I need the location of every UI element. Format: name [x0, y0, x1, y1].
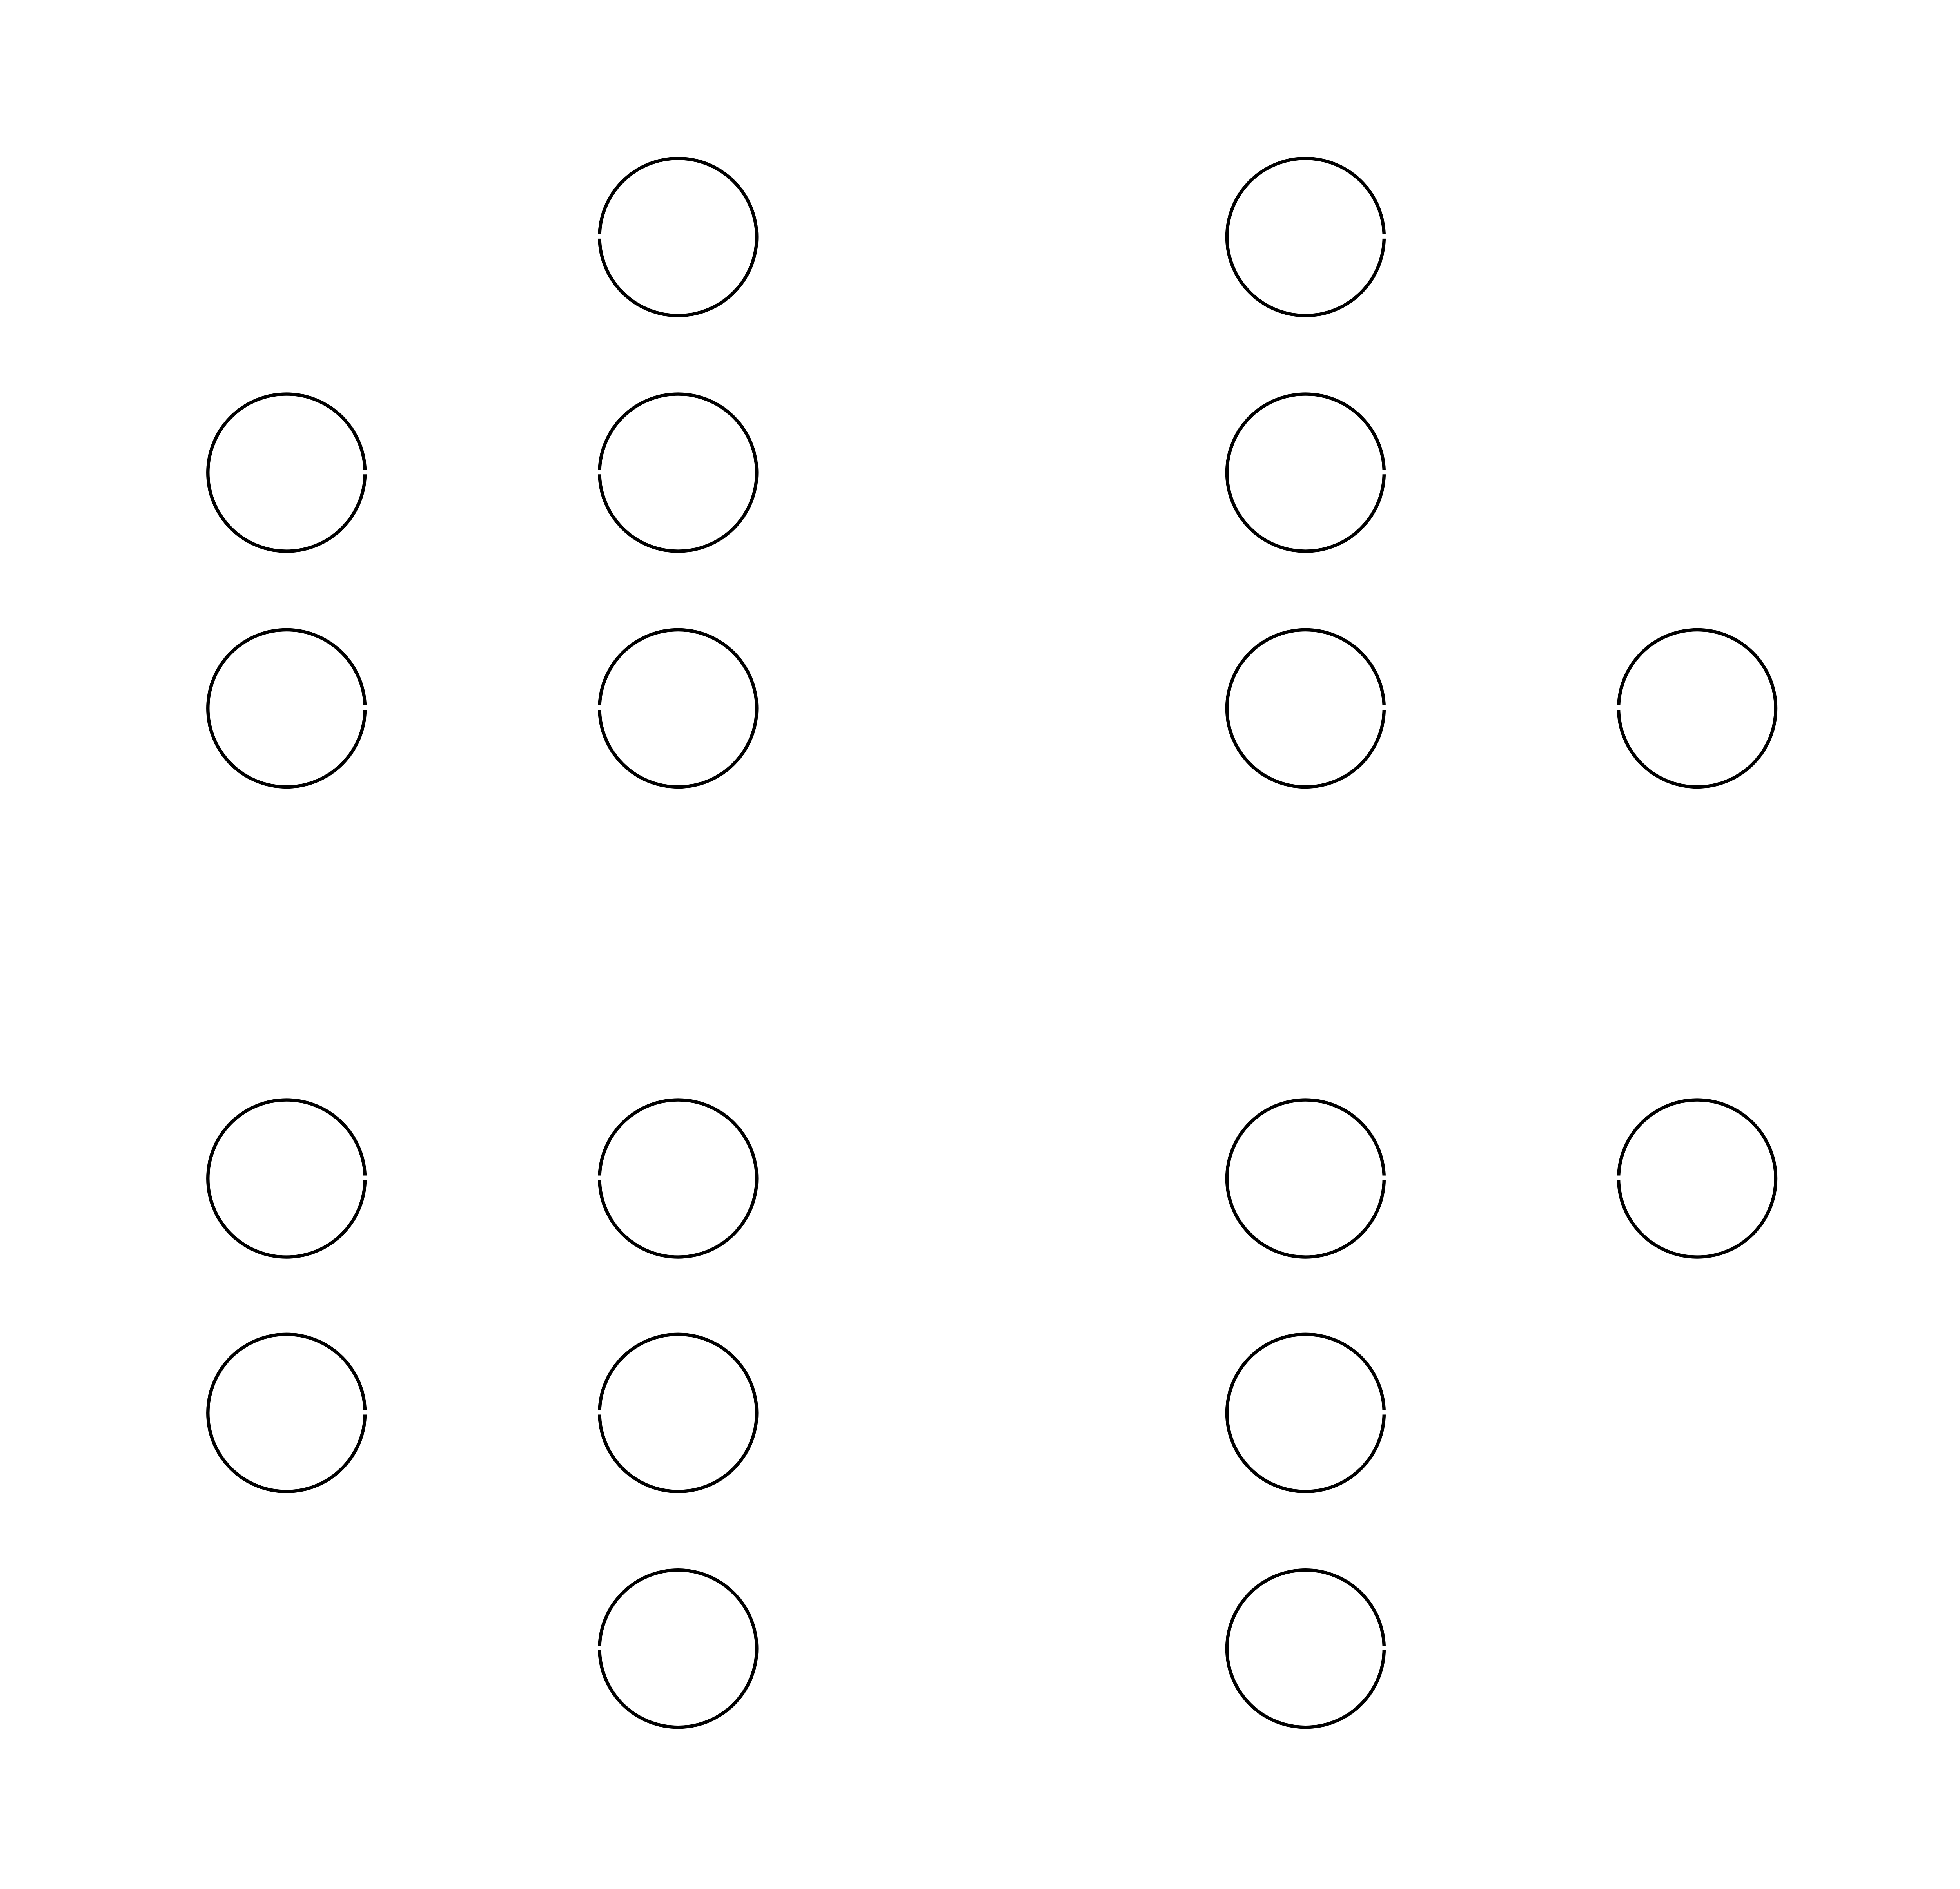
circle-node	[206, 1098, 368, 1259]
circle-node	[1225, 1332, 1387, 1493]
circle-notch	[1381, 470, 1387, 475]
circle-node	[1225, 156, 1387, 317]
circle-notch	[362, 705, 368, 710]
circle-notch	[596, 1646, 603, 1650]
circle-notch	[1381, 234, 1387, 239]
circle-notch	[1381, 1410, 1387, 1415]
circle-node	[1225, 392, 1387, 553]
circle-notch	[596, 470, 603, 475]
circle-notch	[362, 1175, 368, 1180]
circle-notch	[1381, 1175, 1387, 1180]
circle-node	[1615, 1098, 1778, 1259]
circle-node	[1225, 1568, 1387, 1729]
upper-circle-group	[206, 156, 1778, 789]
circle-notch	[1381, 1646, 1387, 1650]
circle-node	[1225, 1098, 1387, 1259]
circle-node	[1615, 628, 1778, 789]
circle-notch	[362, 470, 368, 475]
circle-node	[596, 156, 759, 317]
circle-notch	[596, 705, 603, 710]
circle-notch	[1615, 705, 1622, 710]
circle-node	[1225, 628, 1387, 789]
circle-node	[596, 1332, 759, 1493]
lower-circle-group	[206, 1098, 1778, 1729]
circle-notch	[596, 234, 603, 239]
circle-notch	[1381, 705, 1387, 710]
circle-node	[206, 628, 368, 789]
circle-node	[596, 1568, 759, 1729]
circle-node	[206, 392, 368, 553]
circle-notch	[362, 1410, 368, 1415]
circle-notch	[596, 1410, 603, 1415]
circle-notch	[1615, 1175, 1622, 1180]
circle-notch	[596, 1175, 603, 1180]
circle-node	[206, 1332, 368, 1493]
circle-node	[596, 1098, 759, 1259]
circle-node	[596, 628, 759, 789]
circle-node	[596, 392, 759, 553]
